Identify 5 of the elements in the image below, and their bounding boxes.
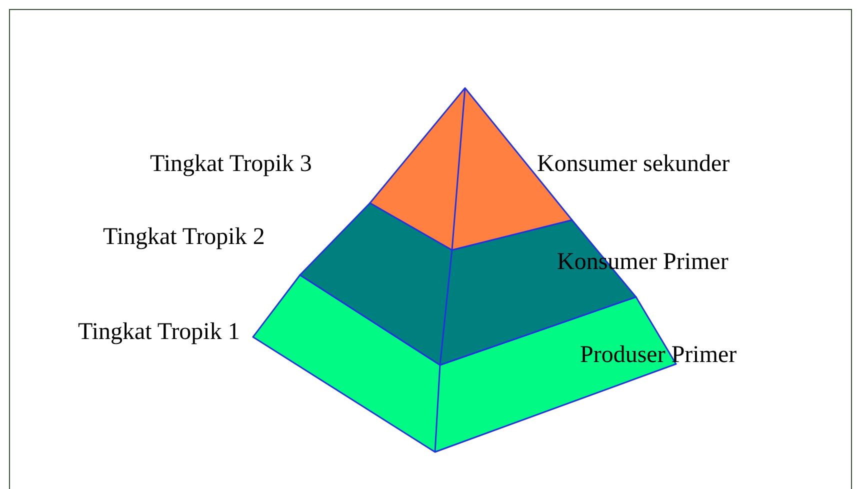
layer-label: Tingkat Tropik 1	[78, 320, 240, 344]
layer-label: Produser Primer	[580, 343, 737, 367]
layer-label: Tingkat Tropik 3	[150, 152, 312, 176]
layer-label: Tingkat Tropik 2	[103, 225, 265, 249]
layer-label: Konsumer sekunder	[537, 152, 730, 176]
